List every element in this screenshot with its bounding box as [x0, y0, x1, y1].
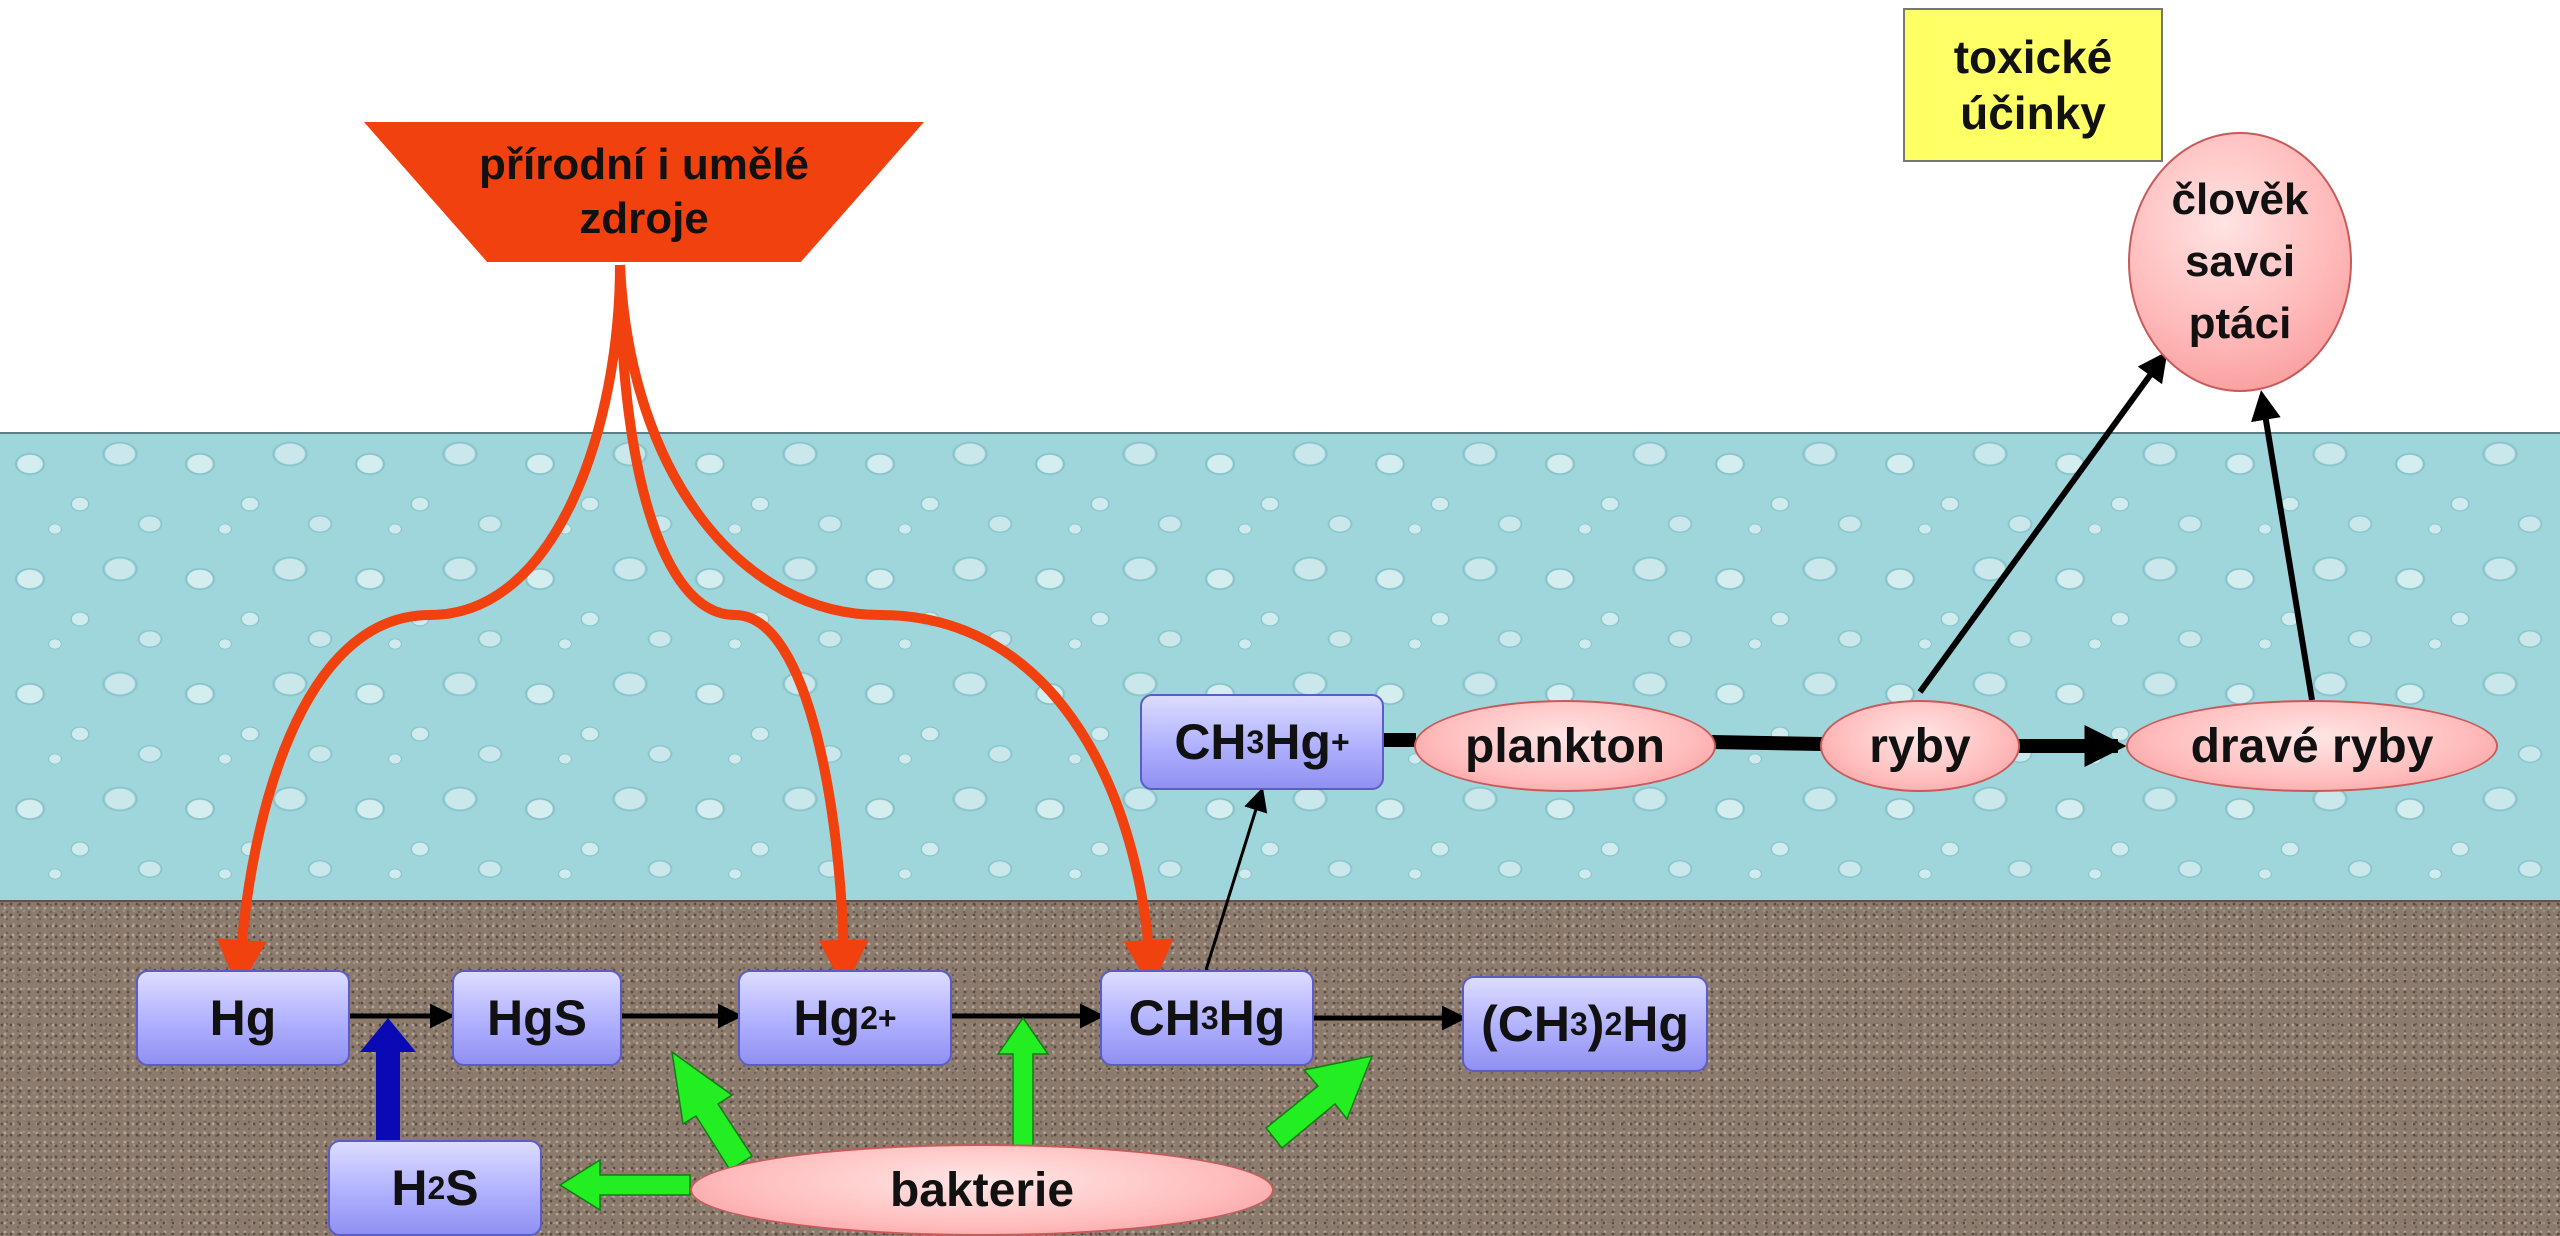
plankton-to-fish-link: [1711, 735, 1823, 751]
predatory-to-humans-arrow: [2251, 390, 2315, 701]
fish-to-humans-arrow: [1917, 351, 2168, 694]
h2s-arrow: [360, 1018, 416, 1152]
source-to-ch3hg-arrow: [615, 264, 1174, 990]
hgs-box: HgS: [452, 970, 622, 1066]
source-to-hg2-arrow: [615, 264, 869, 990]
bacteria-to-hg2-arrow: [996, 1016, 1050, 1147]
water-layer: [0, 432, 2560, 902]
humans-mammals-birds-node: člověk savci ptáci: [2128, 132, 2352, 392]
toxic-effects-box: toxické účinky: [1903, 8, 2163, 162]
source-to-hg-arrow: [216, 264, 625, 990]
bacteria-to-ch3hg-arrow: [1264, 1054, 1374, 1150]
predatory-fish-node: dravé ryby: [2126, 700, 2498, 792]
bacteria-to-h2s-arrow: [558, 1158, 691, 1212]
bacteria-node: bakterie: [690, 1144, 1274, 1236]
bacteria-to-hgs-arrow: [670, 1050, 754, 1172]
ch3hg-to-ion-arrow: [1204, 787, 1268, 971]
fish-node: ryby: [1820, 700, 2020, 792]
hg-box: Hg: [136, 970, 350, 1066]
plankton-node: plankton: [1414, 700, 1716, 792]
